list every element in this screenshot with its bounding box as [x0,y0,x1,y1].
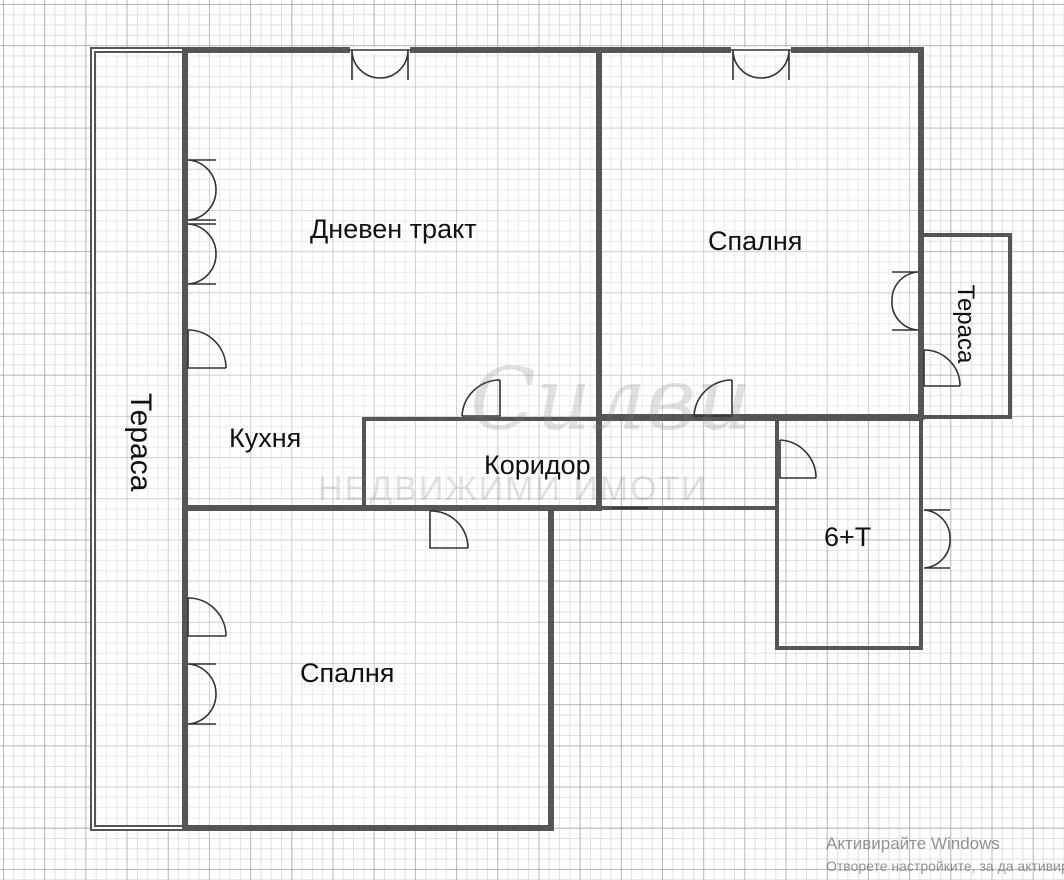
door-living-left-1 [187,159,217,221]
room-label-bathroom: 6+Т [824,522,872,552]
wall-terrace-left [90,47,188,831]
wall-terrace-right [919,233,1012,419]
windows-activation-title: Активирайте Windows [826,834,1000,853]
room-label-living-area: Дневен тракт [310,214,477,244]
room-label-terrace-left: Тераса [124,393,157,492]
room-label-terrace-right: Тераса [952,284,979,364]
door-bedroom-corridor [693,379,733,417]
room-label-bedroom-bottom: Спалня [300,658,395,688]
door-bedroom-bottom-left-1 [187,597,227,637]
room-label-bedroom-top: Спалня [708,226,803,256]
wall-living-area [182,47,602,511]
door-bedroom-terrace [891,271,961,387]
door-bedroom-bottom-left-2 [187,663,217,725]
room-label-corridor: Коридор [484,450,591,480]
room-label-kitchen: Кухня [229,423,302,453]
door-living-top [350,47,410,80]
door-bathroom-window [923,509,951,569]
wall-bathroom [775,417,923,650]
door-living-left-2 [187,223,217,285]
windows-activation-subtitle: Отворете настройките, за да активирате [826,858,1064,874]
door-corridor-bedroom-bottom [429,510,469,549]
door-kitchen-left [187,329,227,369]
wall-bedroom-bottom [182,505,554,831]
watermark-logo: Силви [470,350,752,450]
door-bedroom-top [731,47,791,80]
door-living-corridor [461,379,501,417]
watermark-subtitle: НЕДВИЖИМИ ИМОТИ [318,470,708,508]
door-bathroom [779,439,817,479]
